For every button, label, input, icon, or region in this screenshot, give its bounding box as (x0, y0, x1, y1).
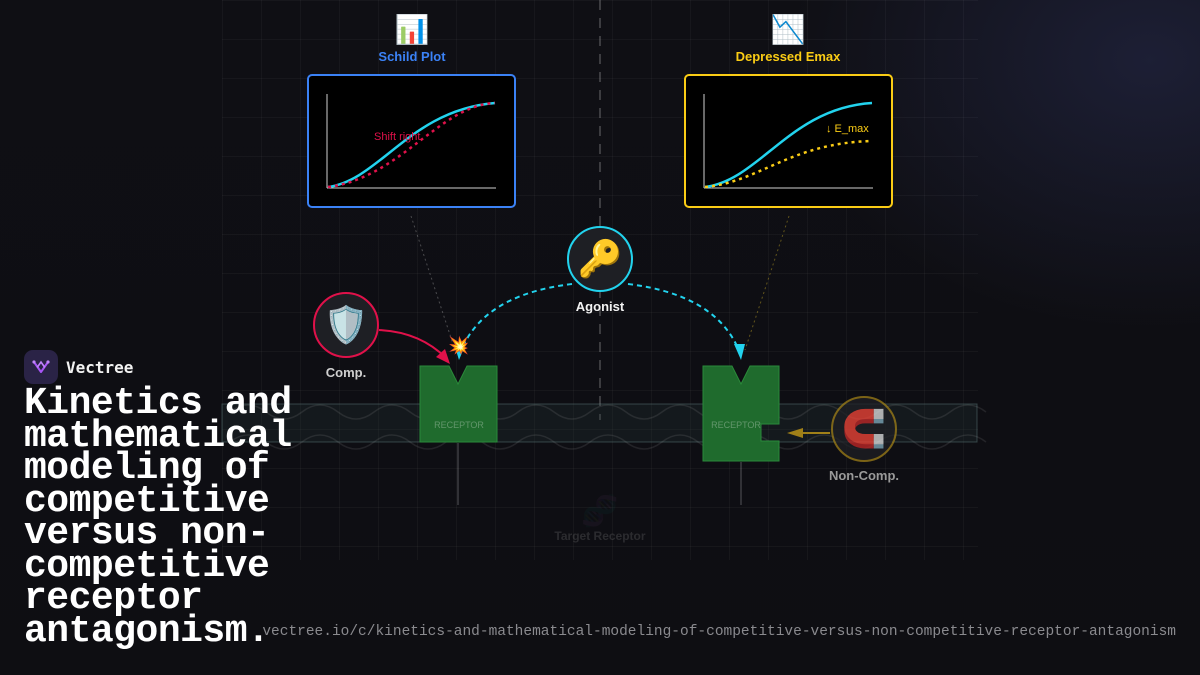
vectree-logo-icon (24, 350, 58, 384)
non-competitive-label: Non-Comp. (828, 468, 900, 483)
bar-chart-icon: 📊 (394, 14, 430, 45)
dna-icon: 🧬 (581, 495, 619, 528)
chart-decreasing-icon: 📉 (770, 14, 806, 45)
shield-icon: 🛡️ (323, 304, 369, 345)
magnet-icon: 🧲 (841, 408, 887, 449)
agonist-arrowhead-left (455, 347, 464, 360)
competitive-node: 🛡️ (313, 292, 379, 358)
schild-curve-control (327, 101, 496, 189)
emax-connector (744, 215, 790, 351)
receptor-right-label: RECEPTOR (711, 420, 761, 430)
receptor-right (702, 365, 780, 462)
non-competitive-arrowhead (787, 428, 803, 438)
emax-annotation: ↓ E_max (826, 123, 869, 135)
schild-annotation: Shift right (374, 131, 420, 143)
agonist-node: 🔑 (567, 226, 633, 292)
collision-icon: 💥 (448, 335, 469, 356)
non-competitive-node: 🧲 (831, 396, 897, 462)
emax-curve-depressed (704, 139, 873, 189)
page-url[interactable]: vectree.io/c/kinetics-and-mathematical-m… (262, 624, 1176, 640)
competitive-label: Comp. (325, 365, 367, 380)
agonist-arc-left (458, 283, 573, 357)
competitive-arrow (378, 329, 447, 359)
schild-connector (410, 215, 456, 351)
receptor-left (419, 365, 498, 443)
emax-curve-control (704, 101, 873, 189)
faded-center-element: 🧬 Target Receptor (540, 494, 660, 543)
brand-name: Vectree (66, 357, 134, 377)
agonist-arc-right (627, 283, 742, 357)
receptor-left-label: RECEPTOR (434, 420, 484, 430)
competitive-arrowhead (436, 349, 450, 364)
brand: Vectree (24, 350, 133, 384)
schild-title: Schild Plot (378, 49, 446, 64)
agonist-arrowhead-right (734, 344, 745, 360)
headline: Kinetics and mathematical modeling of co… (24, 382, 292, 653)
faded-center-label: Target Receptor (554, 529, 646, 543)
schild-curve-shifted (327, 101, 496, 189)
agonist-label: Agonist (575, 299, 625, 314)
emax-title: Depressed Emax (735, 49, 841, 64)
key-icon: 🔑 (577, 238, 623, 279)
